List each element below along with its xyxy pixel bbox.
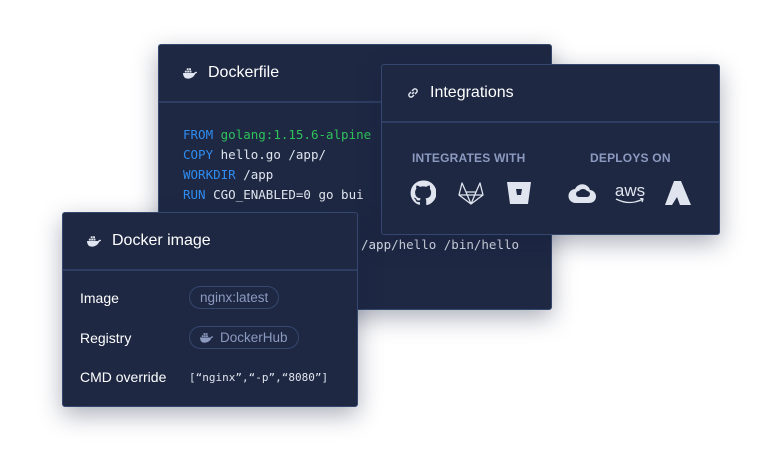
code-line: FROM golang:1.15.6-alpine xyxy=(183,125,519,145)
docker-icon xyxy=(200,332,214,343)
aws-text: aws xyxy=(614,180,646,200)
code-text: CGO_ENABLED=0 go bui xyxy=(213,187,364,202)
bitbucket-icon[interactable] xyxy=(505,179,533,207)
google-cloud-icon[interactable] xyxy=(568,179,596,207)
image-label: Image xyxy=(80,289,119,306)
registry-row: Registry DockerHub xyxy=(80,326,299,349)
azure-icon[interactable] xyxy=(664,179,692,207)
code-text: hello.go /app/ xyxy=(220,147,326,162)
code-keyword: COPY xyxy=(183,147,214,162)
code-text: /app xyxy=(243,167,274,182)
gitlab-icon[interactable] xyxy=(457,179,485,207)
aws-icon[interactable]: aws xyxy=(614,179,646,207)
github-icon[interactable] xyxy=(409,179,437,207)
code-line: RUN CGO_ENABLED=0 go bui xyxy=(183,185,519,205)
integrates-with-label: INTEGRATES WITH xyxy=(412,151,526,165)
deploys-on-label: DEPLOYS ON xyxy=(590,151,671,165)
registry-value: DockerHub xyxy=(220,330,288,345)
docker-icon xyxy=(87,235,102,247)
integrations-title: Integrations xyxy=(430,84,514,101)
code-keyword: WORKDIR xyxy=(183,167,236,182)
link-icon xyxy=(408,88,418,98)
code-line: COPY hello.go /app/ xyxy=(183,145,519,165)
cmd-override-label: CMD override xyxy=(80,369,167,385)
dockerfile-header: Dockerfile xyxy=(159,45,551,103)
code-keyword: RUN xyxy=(183,187,206,202)
code-text: golang:1.15.6-alpine xyxy=(220,127,372,142)
docker-icon xyxy=(183,67,198,79)
cmd-override-row: CMD override [“nginx”,“-p”,“8080”] xyxy=(80,369,328,385)
code-keyword: FROM xyxy=(183,127,214,142)
docker-image-card: Docker image Image nginx:latest Registry… xyxy=(62,212,358,407)
code-line: WORKDIR /app xyxy=(183,165,519,185)
integrations-header: Integrations xyxy=(382,65,719,123)
dockerfile-title: Dockerfile xyxy=(208,64,280,81)
docker-image-title: Docker image xyxy=(112,232,211,249)
integrations-card: Integrations INTEGRATES WITH DEPLOYS ON … xyxy=(381,64,720,235)
code-line: /app/hello /bin/hello xyxy=(183,225,519,252)
registry-value-pill[interactable]: DockerHub xyxy=(189,326,299,349)
image-value-pill[interactable]: nginx:latest xyxy=(189,286,280,309)
docker-image-header: Docker image xyxy=(63,213,357,271)
registry-label: Registry xyxy=(80,329,132,346)
code-text: /app/hello /bin/hello xyxy=(361,237,520,252)
image-row: Image nginx:latest xyxy=(80,286,280,309)
cmd-override-value: [“nginx”,“-p”,“8080”] xyxy=(189,370,329,384)
